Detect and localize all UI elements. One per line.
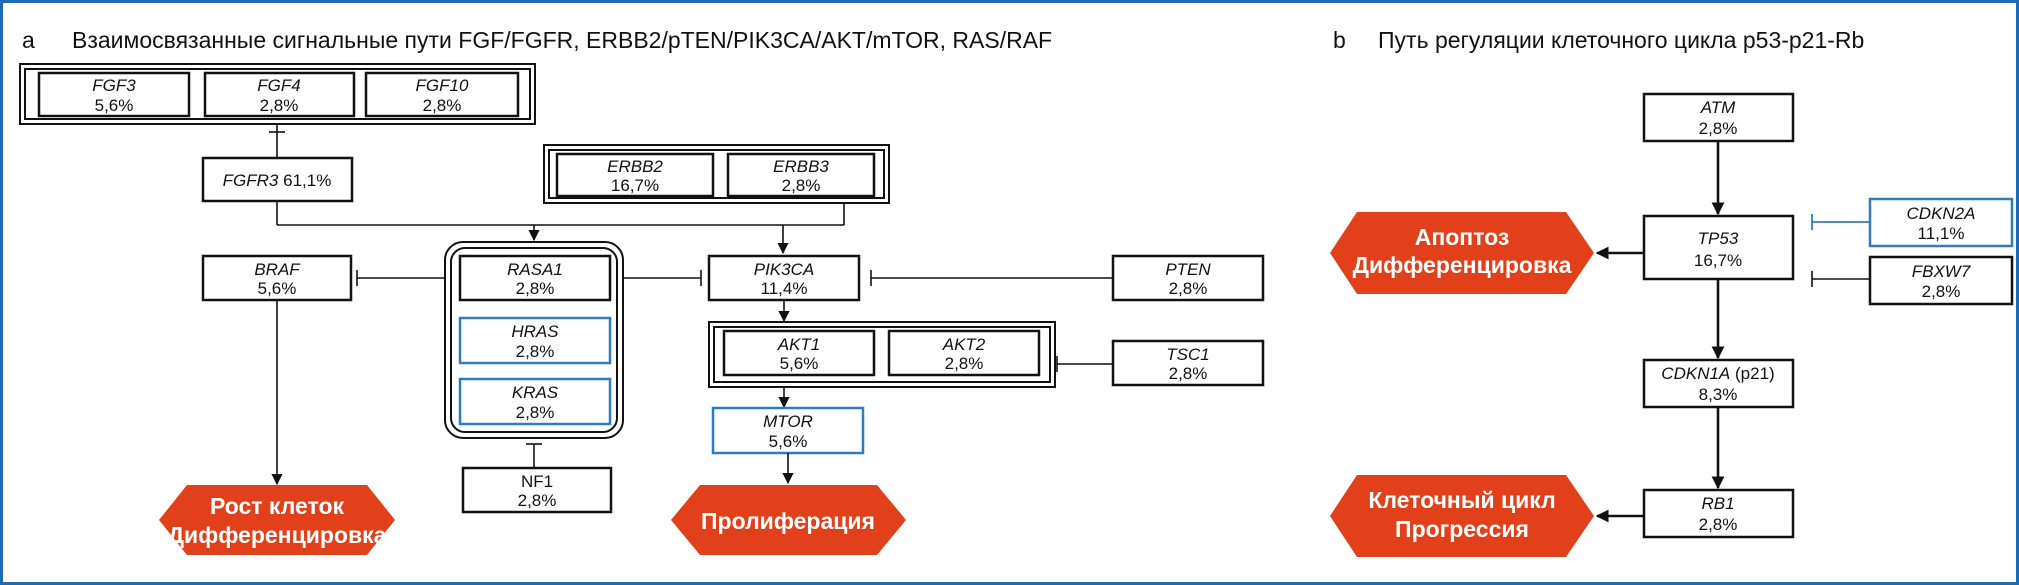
outcome-apoptosis: Апоптоз Дифференцировка [1330, 212, 1594, 294]
svg-text:AKT1: AKT1 [777, 335, 821, 354]
svg-text:11,1%: 11,1% [1918, 224, 1965, 243]
svg-text:TSC1: TSC1 [1166, 345, 1209, 364]
svg-text:ATM: ATM [1700, 98, 1736, 117]
node-erbb3: ERBB3 2,8% [726, 152, 876, 198]
svg-text:ERBB2: ERBB2 [607, 157, 663, 176]
svg-text:16,7%: 16,7% [1694, 251, 1742, 270]
node-fgf3: FGF3 5,6% [37, 71, 191, 118]
svg-text:Клеточный цикл: Клеточный цикл [1368, 487, 1555, 513]
svg-text:16,7%: 16,7% [611, 176, 659, 195]
svg-text:HRAS: HRAS [511, 322, 559, 341]
svg-text:MTOR: MTOR [763, 412, 813, 431]
svg-text:BRAF: BRAF [254, 260, 301, 279]
erbb-group: ERBB2 16,7% ERBB3 2,8% [543, 144, 890, 204]
svg-text:2,8%: 2,8% [1169, 364, 1208, 383]
svg-text:FBXW7: FBXW7 [1912, 262, 1971, 281]
node-nf1: NF1 2,8% [461, 466, 613, 514]
svg-text:Дифференцировка: Дифференцировка [168, 522, 387, 548]
svg-text:2,8%: 2,8% [516, 403, 555, 422]
outcome-proliferation: Пролиферация [671, 485, 906, 555]
node-fgfr3: FGFR3 61,1% [201, 156, 354, 203]
outcome-cell-cycle: Клеточный цикл Прогрессия [1330, 475, 1594, 557]
node-braf: BRAF 5,6% [201, 254, 353, 302]
svg-text:2,8%: 2,8% [423, 96, 462, 115]
svg-text:NF1: NF1 [521, 472, 553, 491]
node-rb1: RB1 2,8% [1642, 488, 1795, 539]
node-atm: ATM 2,8% [1642, 92, 1795, 143]
svg-text:FGF3: FGF3 [92, 76, 136, 95]
svg-text:2,8%: 2,8% [518, 491, 557, 510]
svg-text:2,8%: 2,8% [260, 96, 299, 115]
node-cdkn1a: CDKN1A (p21) 8,3% [1642, 358, 1795, 409]
panel-a-title: Взаимосвязанные сигнальные пути FGF/FGFR… [72, 27, 1052, 53]
svg-text:Прогрессия: Прогрессия [1395, 516, 1529, 542]
svg-text:Пролиферация: Пролиферация [701, 508, 875, 534]
svg-text:CDKN2A: CDKN2A [1907, 204, 1976, 223]
svg-text:AKT2: AKT2 [942, 335, 986, 354]
svg-text:5,6%: 5,6% [95, 96, 134, 115]
node-akt1: AKT1 5,6% [722, 329, 876, 377]
node-fbxw7: FBXW7 2,8% [1868, 255, 2014, 306]
svg-text:2,8%: 2,8% [945, 354, 984, 373]
node-tp53: TP53 16,7% [1642, 214, 1795, 281]
node-fgf4: FGF4 2,8% [203, 71, 356, 118]
svg-text:PIK3CA: PIK3CA [754, 260, 814, 279]
node-mtor: MTOR 5,6% [711, 406, 865, 455]
panel-b-letter: b [1333, 27, 1346, 53]
svg-text:FGFR3 61,1%: FGFR3 61,1% [223, 171, 332, 190]
svg-text:RASA1: RASA1 [507, 260, 563, 279]
panel-b-title: Путь регуляции клеточного цикла p53-p21-… [1378, 27, 1864, 53]
svg-text:TP53: TP53 [1698, 229, 1739, 248]
svg-text:5,6%: 5,6% [780, 354, 819, 373]
svg-text:2,8%: 2,8% [1922, 282, 1961, 301]
outcome-growth: Рост клеток Дифференцировка [159, 485, 395, 555]
node-kras: KRAS 2,8% [458, 377, 612, 426]
svg-text:2,8%: 2,8% [1699, 515, 1738, 534]
svg-text:2,8%: 2,8% [1699, 119, 1738, 138]
svg-text:Апоптоз: Апоптоз [1415, 224, 1510, 250]
svg-text:Рост клеток: Рост клеток [210, 493, 345, 519]
svg-text:2,8%: 2,8% [782, 176, 821, 195]
node-cdkn2a: CDKN2A 11,1% [1868, 197, 2014, 248]
node-hras: HRAS 2,8% [458, 316, 612, 365]
svg-text:PTEN: PTEN [1165, 260, 1211, 279]
node-rasa1: RASA1 2,8% [458, 254, 612, 302]
svg-text:FGF4: FGF4 [257, 76, 300, 95]
svg-text:2,8%: 2,8% [516, 279, 555, 298]
svg-text:5,6%: 5,6% [258, 279, 297, 298]
svg-text:5,6%: 5,6% [769, 432, 808, 451]
fgf-group: FGF3 5,6% FGF4 2,8% FGF10 2,8% [19, 63, 536, 125]
svg-text:ERBB3: ERBB3 [773, 157, 829, 176]
ras-group: RASA1 2,8% HRAS 2,8% KRAS 2,8% [444, 241, 624, 439]
svg-text:RB1: RB1 [1701, 494, 1734, 513]
svg-text:KRAS: KRAS [512, 383, 559, 402]
svg-text:2,8%: 2,8% [1169, 279, 1208, 298]
node-erbb2: ERBB2 16,7% [555, 152, 715, 198]
panel-a-letter: a [22, 27, 35, 53]
node-pten: PTEN 2,8% [1111, 254, 1265, 302]
svg-text:2,8%: 2,8% [516, 342, 555, 361]
node-tsc1: TSC1 2,8% [1111, 339, 1265, 387]
svg-text:CDKN1A (p21): CDKN1A (p21) [1661, 364, 1774, 383]
svg-text:FGF10: FGF10 [416, 76, 469, 95]
akt-group: AKT1 5,6% AKT2 2,8% [708, 321, 1056, 388]
node-fgf10: FGF10 2,8% [364, 71, 520, 118]
node-akt2: AKT2 2,8% [887, 329, 1041, 377]
svg-text:Дифференцировка: Дифференцировка [1353, 252, 1572, 278]
node-pik3ca: PIK3CA 11,4% [707, 254, 861, 302]
svg-text:11,4%: 11,4% [761, 279, 808, 298]
svg-text:8,3%: 8,3% [1699, 385, 1738, 404]
